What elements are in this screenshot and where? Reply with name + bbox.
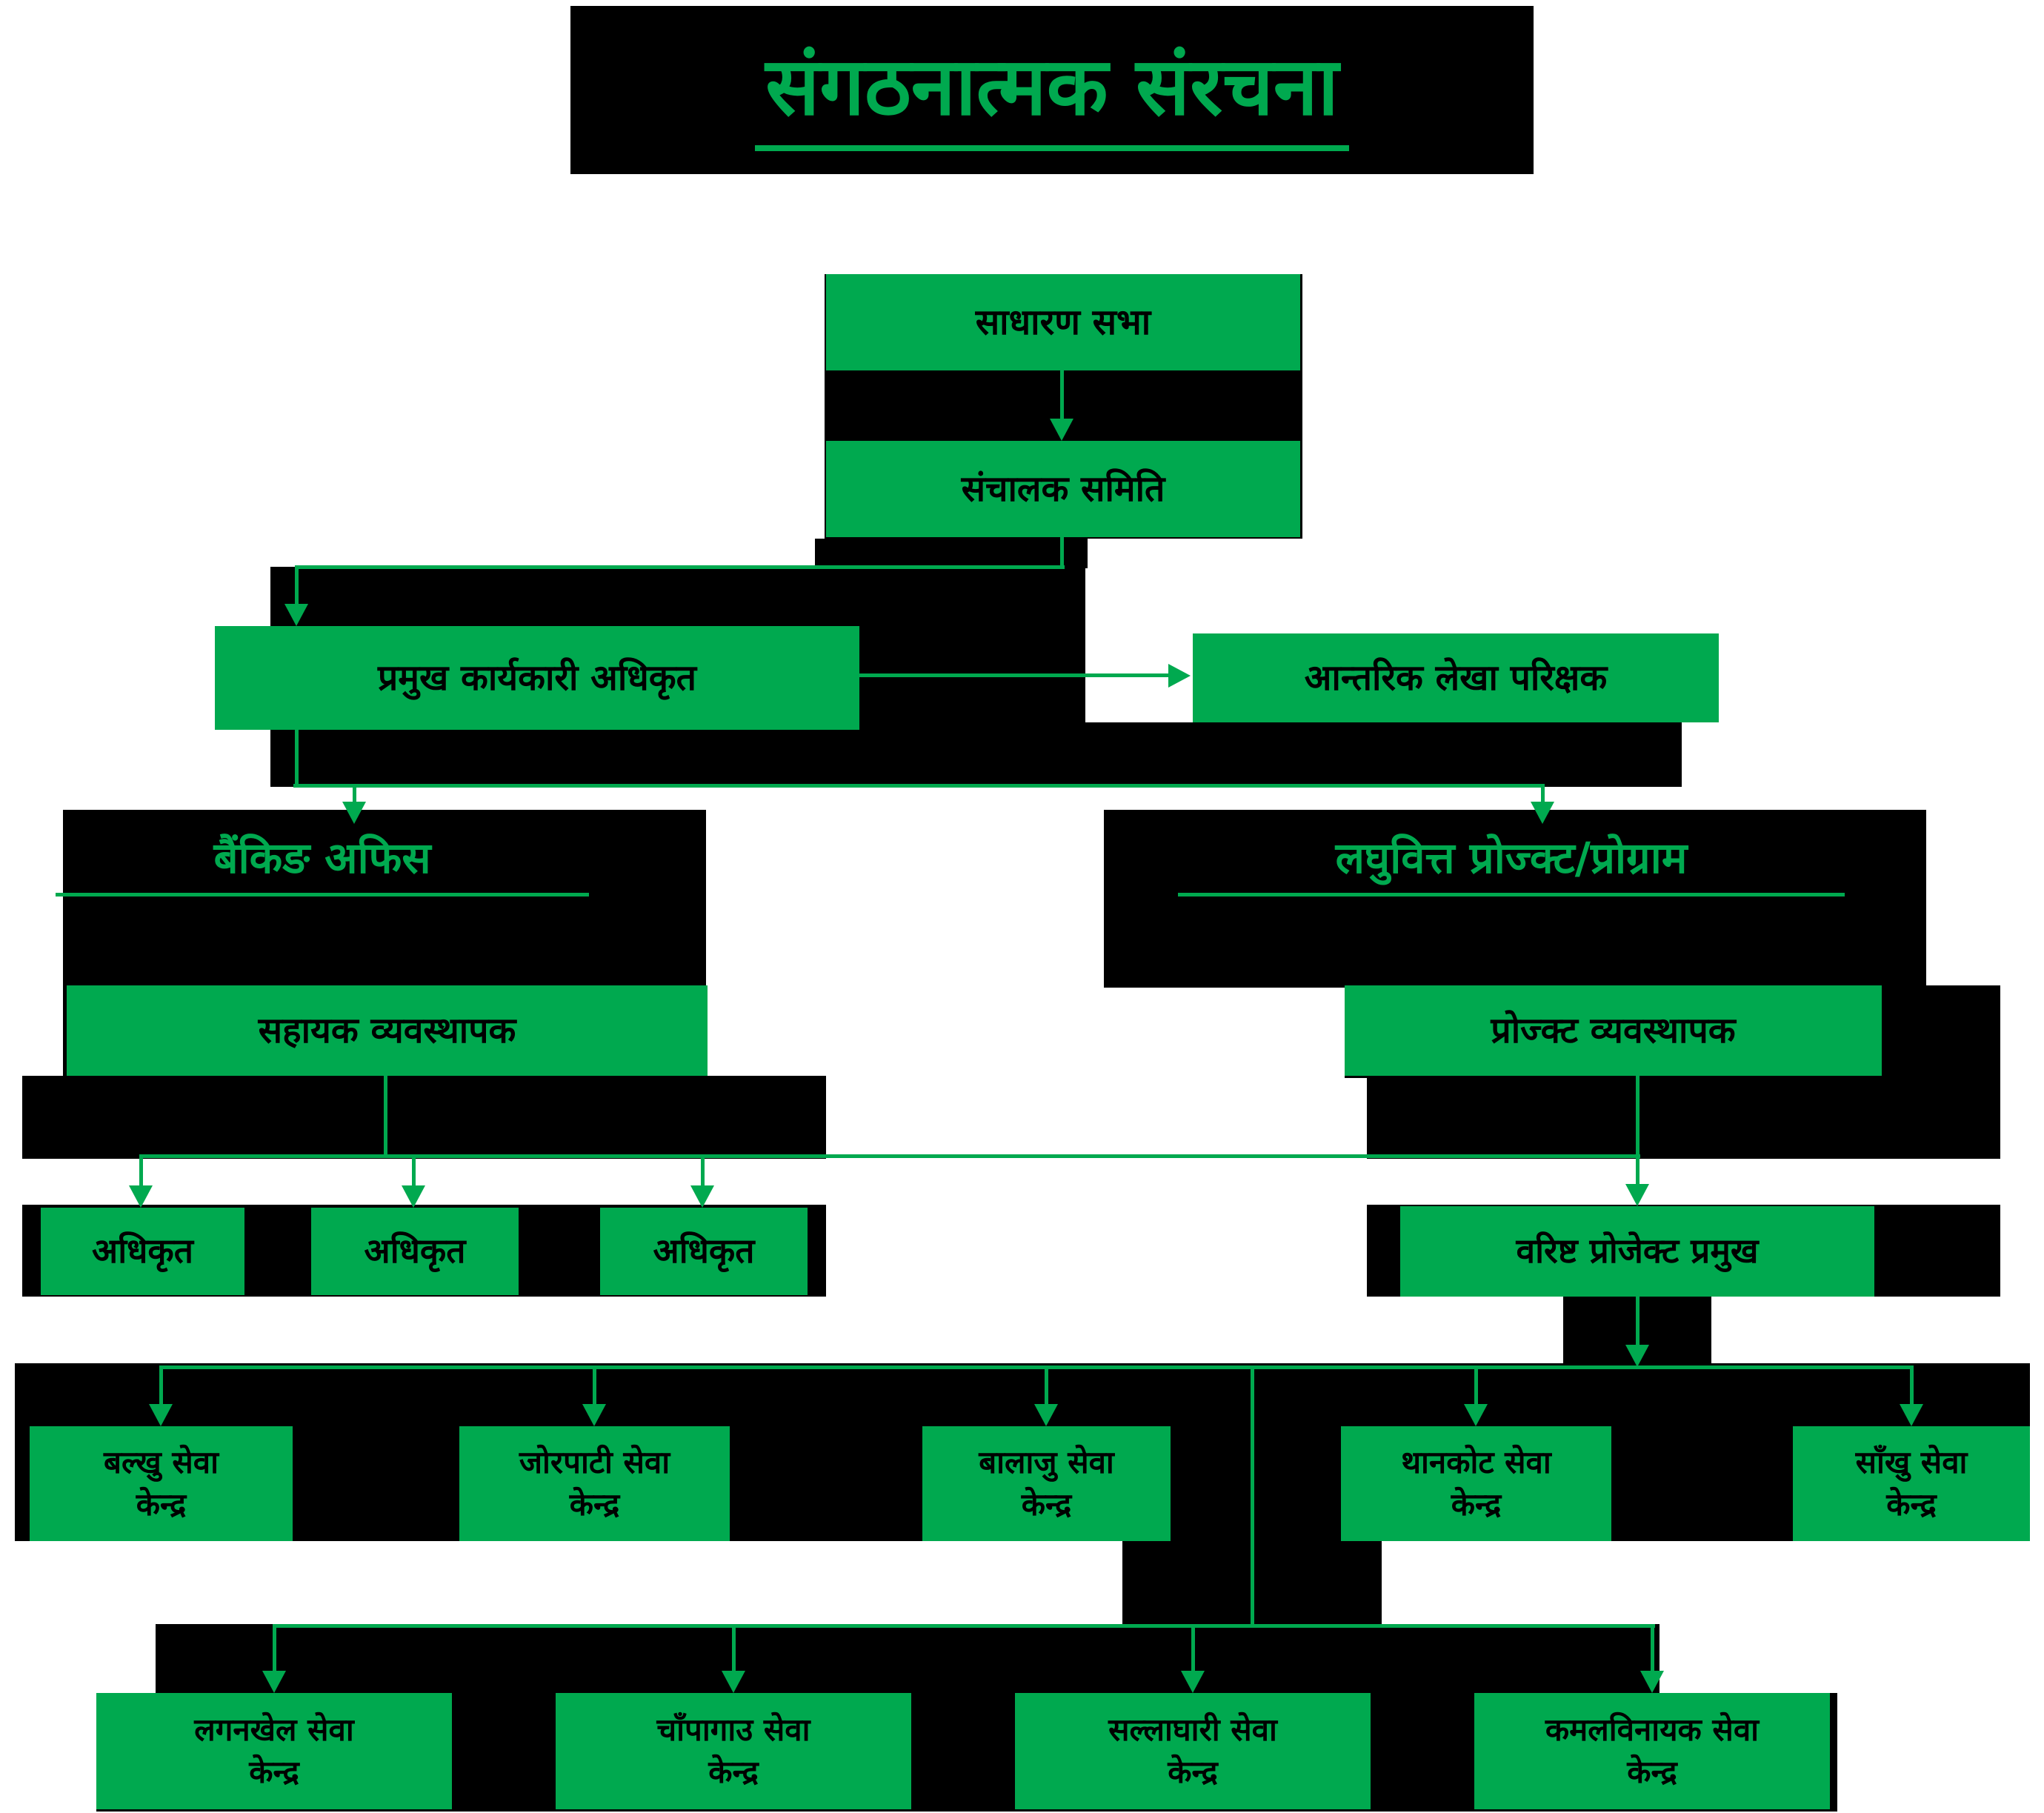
node-jorpati-service-center: जोरपाटी सेवा केन्द्र	[459, 1426, 730, 1541]
down-arrow-icon	[582, 1404, 606, 1426]
node-officer-3: अधिकृत	[600, 1208, 808, 1295]
connector-line	[1251, 1365, 1254, 1626]
node-board-committee: संचालक समिति	[826, 441, 1300, 537]
down-arrow-icon	[342, 802, 366, 824]
connector-line	[1636, 1297, 1639, 1348]
down-arrow-icon	[1640, 1671, 1664, 1693]
down-arrow-icon	[1464, 1404, 1488, 1426]
connector-line	[593, 1365, 596, 1406]
down-arrow-icon	[1625, 1184, 1649, 1206]
node-assistant-manager: सहायक व्यवस्थापक	[67, 985, 708, 1076]
connector-line	[295, 565, 1065, 569]
node-champagau-service-center: चाँपागाउ सेवा केन्द्र	[556, 1693, 911, 1809]
node-sankhu-service-center: साँखु सेवा केन्द्र	[1793, 1426, 2030, 1541]
background-block	[156, 1624, 1659, 1693]
background-block	[22, 1076, 826, 1159]
connector-line	[139, 1154, 1640, 1158]
connector-line	[295, 565, 299, 607]
node-general-assembly: साधारण सभा	[826, 274, 1300, 370]
connector-line	[295, 730, 299, 785]
label-banking-office: बैंकिङ अफिस	[56, 819, 589, 896]
down-arrow-icon	[149, 1404, 173, 1426]
connector-line	[384, 1076, 387, 1157]
node-balaju-service-center: बालाजु सेवा केन्द्र	[922, 1426, 1171, 1541]
background-block	[778, 722, 1682, 787]
node-officer-1: अधिकृत	[41, 1208, 244, 1295]
down-arrow-icon	[402, 1185, 425, 1208]
background-block	[1367, 1078, 2000, 1159]
label-microfinance-program: लघुवित्त प्रोज्क्ट/प्रोग्राम	[1178, 819, 1845, 896]
connector-line	[701, 1154, 705, 1188]
connector-line	[273, 1624, 1655, 1628]
connector-line	[1191, 1624, 1195, 1672]
background-block	[1104, 810, 1926, 988]
down-arrow-icon	[1900, 1404, 1923, 1426]
node-sallaghari-service-center: सल्लाघारी सेवा केन्द्र	[1015, 1693, 1371, 1809]
connector-line	[353, 784, 356, 806]
down-arrow-icon	[722, 1671, 745, 1693]
connector-line	[732, 1624, 736, 1672]
node-officer-2: अधिकृत	[311, 1208, 519, 1295]
connector-line	[1060, 370, 1064, 420]
node-thankot-service-center: थानकोट सेवा केन्द्र	[1341, 1426, 1611, 1541]
connector-line	[273, 1624, 276, 1672]
node-senior-project-chief: वरिष्ट प्रोजेक्ट प्रमुख	[1400, 1206, 1874, 1297]
down-arrow-icon	[262, 1671, 286, 1693]
page-title: संगठनात्मक संरचना	[755, 29, 1349, 151]
connector-line	[1060, 537, 1064, 567]
connector-line	[1910, 1365, 1914, 1406]
down-arrow-icon	[284, 604, 308, 626]
background-block	[815, 539, 1088, 568]
down-arrow-icon	[1181, 1671, 1205, 1693]
node-balkhu-service-center: बल्खु सेवा केन्द्र	[30, 1426, 293, 1541]
down-arrow-icon	[1531, 802, 1554, 824]
connector-line	[1045, 1365, 1048, 1406]
connector-line	[859, 673, 1174, 677]
down-arrow-icon	[1050, 419, 1073, 441]
node-kamalvinayak-service-center: कमलविनायक सेवा केन्द्र	[1474, 1693, 1830, 1809]
down-arrow-icon	[1625, 1345, 1649, 1367]
node-lagankhel-service-center: लगनखेल सेवा केन्द्र	[96, 1693, 452, 1809]
right-arrow-icon	[1168, 664, 1191, 688]
title-block: संगठनात्मक संरचना	[570, 6, 1534, 174]
connector-line	[139, 1154, 143, 1188]
node-chief-executive-officer: प्रमुख कार्यकारी अधिकृत	[215, 626, 859, 730]
down-arrow-icon	[690, 1185, 714, 1208]
connector-line	[159, 1365, 163, 1406]
connector-line	[1651, 1624, 1654, 1672]
connector-line	[1541, 784, 1545, 806]
node-internal-auditor: आन्तरिक लेखा परिक्षक	[1193, 633, 1719, 722]
connector-line	[1474, 1365, 1478, 1406]
connector-line	[1636, 1076, 1639, 1187]
node-project-manager: प्रोज्क्ट व्यवस्थापक	[1345, 985, 1882, 1076]
down-arrow-icon	[1034, 1404, 1058, 1426]
connector-line	[412, 1154, 416, 1188]
down-arrow-icon	[129, 1185, 153, 1208]
connector-line	[159, 1365, 1913, 1369]
connector-line	[293, 784, 1544, 788]
